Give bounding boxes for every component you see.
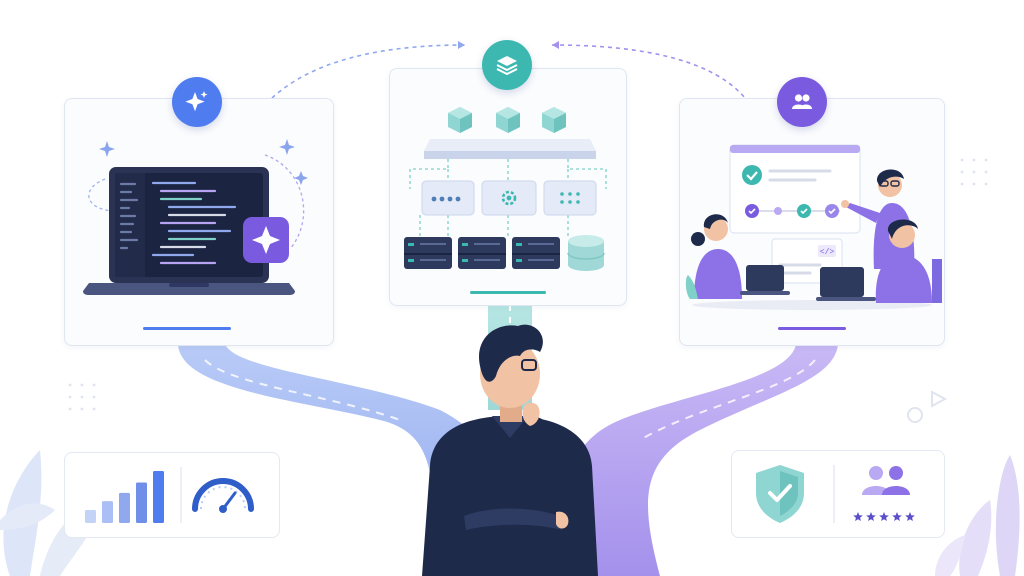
star-icon <box>866 512 876 521</box>
seated-man-figure <box>816 219 942 303</box>
layers-icon <box>482 40 532 90</box>
connector-arc-left <box>271 44 466 99</box>
trust-card <box>731 450 945 538</box>
woman-figure <box>685 214 790 299</box>
infra-card-indicator <box>470 291 546 294</box>
person-hair <box>478 324 543 382</box>
check-icon <box>746 171 758 181</box>
rating-stars <box>853 512 915 521</box>
ai-card <box>64 98 334 346</box>
people-icon <box>862 466 910 495</box>
gear-icon <box>501 190 517 206</box>
performance-bar <box>153 471 164 523</box>
infra-card-art <box>404 107 607 271</box>
performance-card <box>64 452 280 538</box>
sparkle-small-icon <box>99 141 115 157</box>
ai-sparkle-icon <box>252 226 280 254</box>
star-icon <box>853 512 863 521</box>
team-card-indicator <box>778 327 846 330</box>
performance-bar <box>85 510 96 523</box>
decor-triangle <box>931 390 948 408</box>
star-icon <box>892 512 902 521</box>
users-icon <box>777 77 827 127</box>
team-card: </> <box>679 98 945 346</box>
thinking-person <box>422 324 598 576</box>
team-card-art: </> <box>685 144 942 310</box>
speedometer-icon <box>192 478 254 513</box>
plant-right <box>935 455 1020 576</box>
star-icon <box>879 512 889 521</box>
performance-bar <box>136 482 147 523</box>
decor-dots-left <box>68 383 96 411</box>
ai-card-indicator <box>143 327 231 330</box>
shield-check-icon <box>756 465 804 523</box>
code-tag-label: </> <box>820 248 835 257</box>
connector-arc-right <box>551 44 746 99</box>
path-right-lane <box>639 359 816 441</box>
ai-card-art <box>83 139 308 295</box>
cube-group <box>448 107 566 133</box>
infra-card <box>389 68 627 306</box>
server-icons <box>404 237 560 269</box>
sparkle-small-icon <box>279 139 295 155</box>
sparkle-small-icon <box>294 171 308 185</box>
star-icon <box>905 512 915 521</box>
arrow-head-left <box>458 41 465 49</box>
performance-bar <box>102 501 113 523</box>
arrow-head-right <box>552 41 559 49</box>
path-left-lane <box>204 359 401 421</box>
decor-dots-right <box>960 158 988 186</box>
bar-chart-icon <box>85 471 164 523</box>
decor-ring <box>907 407 923 423</box>
person-shirt <box>422 416 598 576</box>
sparkle-icon <box>172 77 222 127</box>
performance-bar <box>119 492 130 523</box>
path-right <box>563 344 838 576</box>
database-icon <box>567 235 605 271</box>
